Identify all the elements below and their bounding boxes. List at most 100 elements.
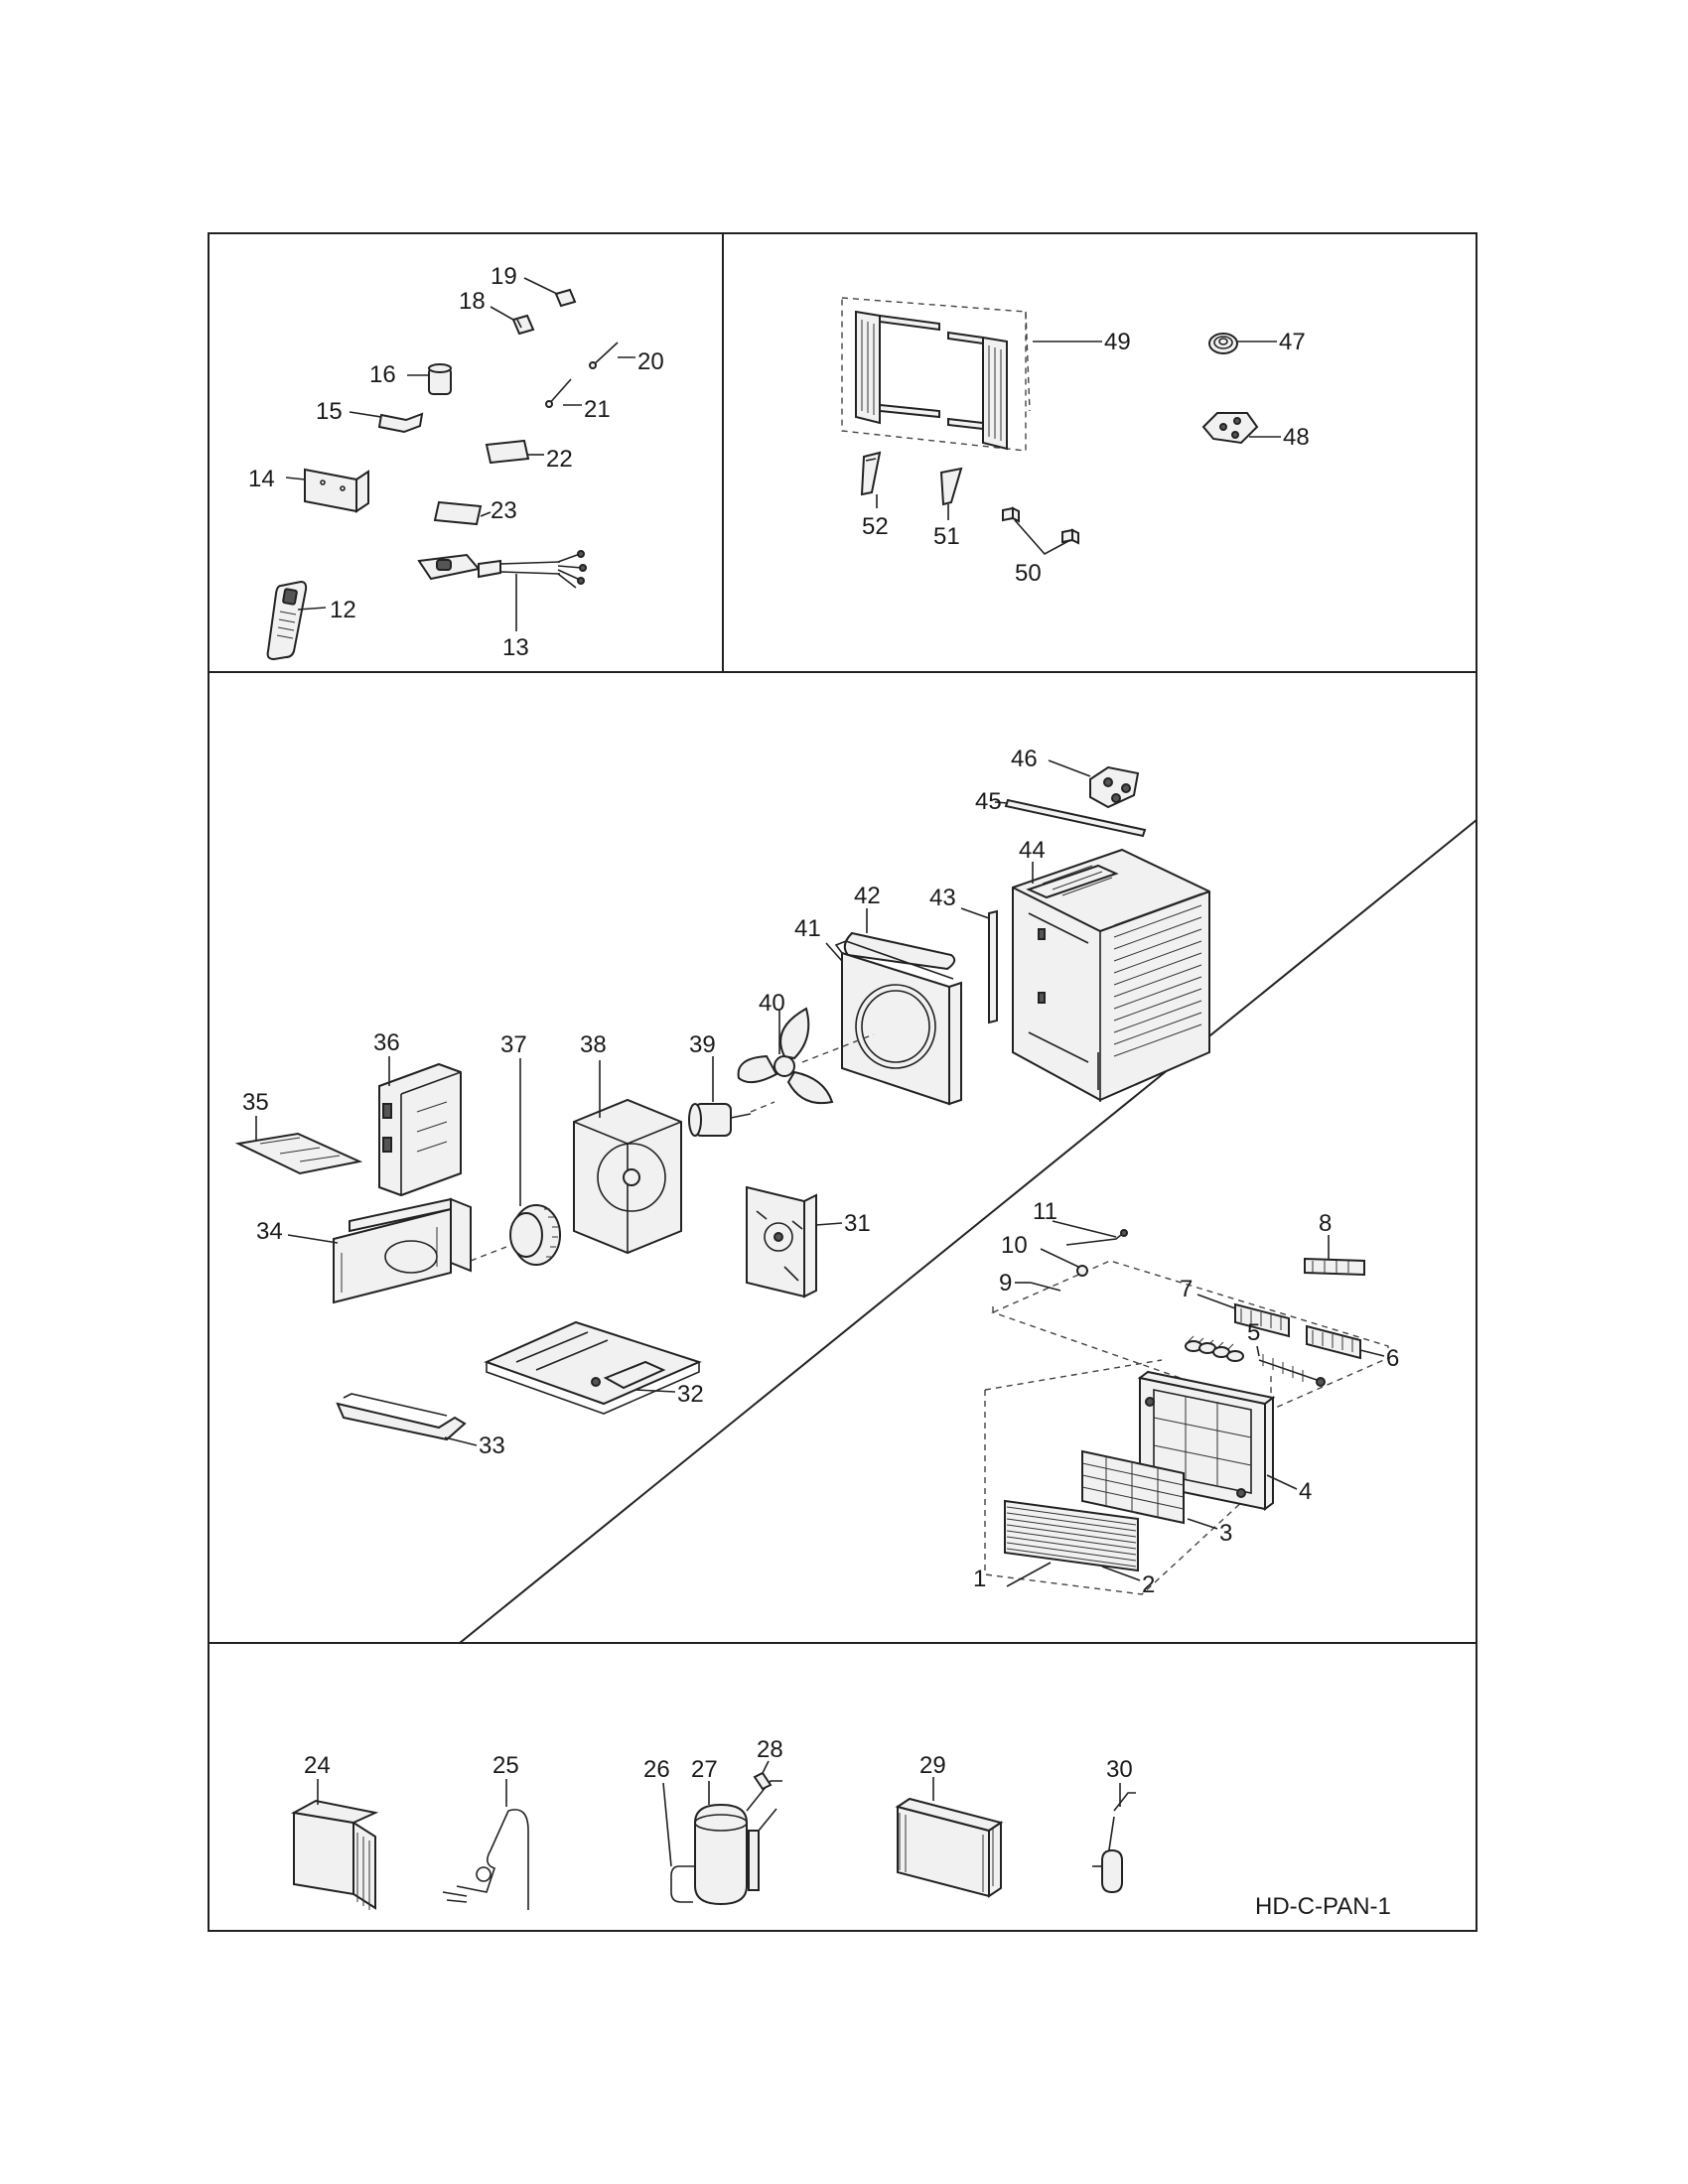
part-33-label: 33 xyxy=(479,1433,505,1459)
part-48: 48 xyxy=(1201,412,1310,451)
part-49-label: 49 xyxy=(1104,329,1131,355)
part-35: 35 xyxy=(234,1089,363,1175)
part-18-label: 18 xyxy=(459,288,486,315)
part-28: 28 xyxy=(753,1736,783,1791)
part-36: 36 xyxy=(373,1029,462,1197)
diagram-frames xyxy=(208,232,1477,1932)
part-25: 25 xyxy=(442,1752,529,1910)
part-43: 43 xyxy=(929,885,998,1024)
part-28-label: 28 xyxy=(757,1736,783,1763)
part-20: 20 xyxy=(589,341,664,375)
part-35-label: 35 xyxy=(242,1089,269,1116)
part-43-label: 43 xyxy=(929,885,956,911)
part-22-label: 22 xyxy=(546,446,573,473)
part-10-label: 10 xyxy=(1001,1232,1028,1259)
part-32-label: 32 xyxy=(677,1381,704,1408)
part-49: 49 xyxy=(841,297,1131,452)
part-15-label: 15 xyxy=(316,398,343,425)
part-8: 8 xyxy=(1304,1210,1365,1277)
part-36-label: 36 xyxy=(373,1029,400,1056)
part-51: 51 xyxy=(933,467,963,550)
part-44-label: 44 xyxy=(1019,837,1046,864)
part-11: 11 xyxy=(1033,1198,1128,1246)
part-1-label: 1 xyxy=(973,1566,986,1592)
part-30-label: 30 xyxy=(1106,1756,1133,1783)
part-39: 39 xyxy=(688,1031,775,1137)
part-38: 38 xyxy=(573,1031,682,1255)
part-32: 32 xyxy=(484,1320,704,1415)
part-13-label: 13 xyxy=(502,634,529,661)
part-2-label: 2 xyxy=(1142,1571,1155,1598)
part-40: 40 xyxy=(737,990,875,1104)
part-33: 33 xyxy=(336,1393,505,1459)
part-19-label: 19 xyxy=(491,263,517,290)
section-diagonal xyxy=(459,819,1477,1644)
part-3: 3 xyxy=(1081,1449,1232,1547)
part-52: 52 xyxy=(860,451,889,540)
part-50: 50 xyxy=(1002,506,1079,587)
part-46: 46 xyxy=(1011,746,1140,809)
part-21-label: 21 xyxy=(584,396,611,423)
diagram-code: HD-C-PAN-1 xyxy=(1255,1893,1391,1920)
part-10: 10 xyxy=(1001,1232,1088,1277)
part-20-label: 20 xyxy=(637,348,664,375)
part-31: 31 xyxy=(746,1185,871,1298)
part-7-label: 7 xyxy=(1180,1276,1193,1302)
part-27: 27 xyxy=(691,1756,782,1906)
part-9: 9 xyxy=(999,1270,1061,1297)
part-16-label: 16 xyxy=(369,361,396,388)
part-26: 26 xyxy=(643,1756,695,1903)
part-47-label: 47 xyxy=(1279,329,1306,355)
part-8-label: 8 xyxy=(1319,1210,1332,1237)
part-24-label: 24 xyxy=(304,1752,331,1779)
part-37-label: 37 xyxy=(500,1031,527,1058)
part-18: 18 xyxy=(459,288,535,336)
part-14: 14 xyxy=(248,466,369,513)
part-26-label: 26 xyxy=(643,1756,670,1783)
part-6-label: 6 xyxy=(1386,1345,1399,1372)
part-5-label: 5 xyxy=(1247,1319,1260,1346)
part-45-label: 45 xyxy=(975,788,1002,815)
part-22: 22 xyxy=(485,439,573,473)
part-41: 41 xyxy=(794,915,962,1106)
part-14-label: 14 xyxy=(248,466,275,492)
part-48-label: 48 xyxy=(1283,424,1310,451)
part-42: 42 xyxy=(843,883,956,971)
panel-exploded-unit: 46 45 44 43 xyxy=(234,746,1399,1598)
part-41-label: 41 xyxy=(794,915,821,942)
part-29: 29 xyxy=(895,1752,1004,1898)
part-30: 30 xyxy=(1092,1756,1136,1894)
part-51-label: 51 xyxy=(933,523,960,550)
part-12: 12 xyxy=(266,580,356,661)
part-1: 1 xyxy=(973,1562,1052,1592)
part-44: 44 xyxy=(1012,837,1210,1102)
part-3-label: 3 xyxy=(1219,1520,1232,1547)
part-23: 23 xyxy=(433,497,517,526)
part-34: 34 xyxy=(256,1197,472,1304)
part-16: 16 xyxy=(369,361,452,395)
part-21: 21 xyxy=(545,378,611,423)
part-5: 5 xyxy=(1185,1319,1326,1387)
part-38-label: 38 xyxy=(580,1031,607,1058)
part-24: 24 xyxy=(290,1752,379,1910)
part-4-label: 4 xyxy=(1299,1478,1312,1505)
part-15: 15 xyxy=(316,398,424,434)
part-12-label: 12 xyxy=(330,597,356,623)
part-42-label: 42 xyxy=(854,883,881,909)
part-2: 2 xyxy=(1004,1499,1155,1598)
part-45: 45 xyxy=(975,788,1147,838)
part-37: 37 xyxy=(470,1031,561,1266)
part-27-label: 27 xyxy=(691,1756,718,1783)
part-6: 6 xyxy=(1306,1324,1399,1372)
part-46-label: 46 xyxy=(1011,746,1038,772)
part-13: 13 xyxy=(417,550,587,661)
panel-refrigeration: 24 25 27 26 28 xyxy=(290,1736,1391,1920)
part-23-label: 23 xyxy=(491,497,517,524)
front-assembly: 11 10 9 8 xyxy=(973,1198,1399,1598)
part-34-label: 34 xyxy=(256,1218,283,1245)
part-52-label: 52 xyxy=(862,513,889,540)
part-50-label: 50 xyxy=(1015,560,1042,587)
part-31-label: 31 xyxy=(844,1210,871,1237)
part-29-label: 29 xyxy=(919,1752,946,1779)
outer-frame xyxy=(208,232,1477,1932)
